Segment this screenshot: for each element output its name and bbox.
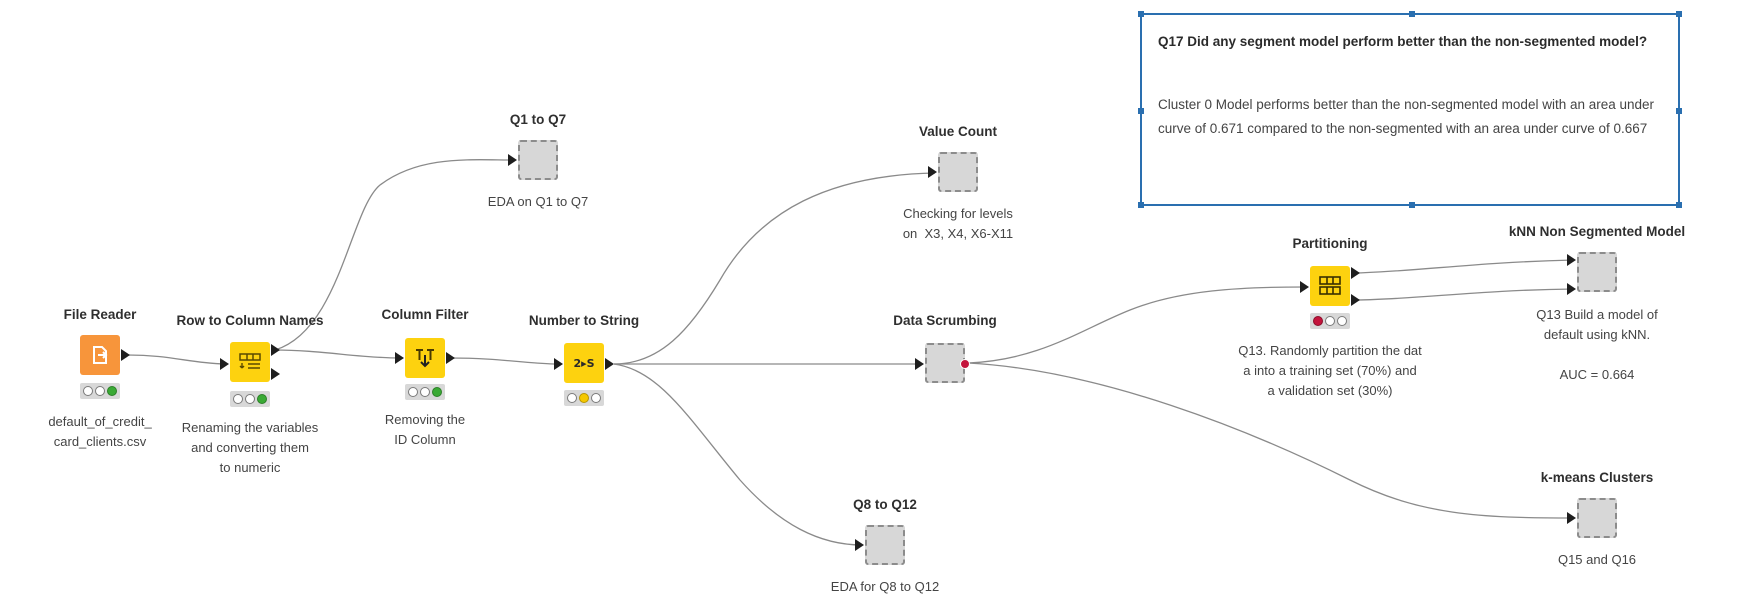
workflow-annotation[interactable]: Q17 Did any segment model perform better… [1138,11,1682,208]
input-port[interactable] [928,166,937,178]
edge-filereader-rowtocol [127,354,225,365]
node-title: Column Filter [381,307,469,322]
resize-handle-top-left[interactable] [1138,11,1144,17]
resize-handle-left[interactable] [1138,108,1144,114]
status-light-red [408,387,418,397]
status-light-red [83,386,93,396]
annotation-body: Cluster 0 Model performs better than the… [1158,97,1655,136]
status-light-red [233,394,243,404]
metanode-icon[interactable] [865,525,905,565]
input-port[interactable] [855,539,864,551]
status-light-yellow [579,393,589,403]
status-light-green [591,393,601,403]
edge-datascrub-kmeans [967,362,1573,519]
edge-numtostring-q8q12 [613,363,863,546]
input-port[interactable] [220,358,229,370]
node-caption: EDA on Q1 to Q7 [487,194,589,209]
metanode-icon[interactable] [925,343,965,383]
node-title: Value Count [918,124,998,139]
status-indicator [80,383,120,399]
edge-rowtocol-q1q7 [274,159,515,351]
input-port[interactable] [508,154,517,166]
status-light-green [1337,316,1347,326]
input-port[interactable] [554,358,563,370]
node-title: File Reader [63,307,137,322]
edge-partitioning-knn-bottom [1356,288,1575,301]
resize-handle-bottom-left[interactable] [1138,202,1144,208]
node-caption: Removing the ID Column [384,412,466,447]
output-port[interactable] [960,359,970,369]
output-port-2[interactable] [271,368,280,380]
status-light-green [257,394,267,404]
resize-handle-top[interactable] [1409,11,1415,17]
node-caption: Q13. Randomly partition the dat a into a… [1238,343,1422,398]
edge-datascrub-partitioning [967,286,1305,364]
status-light-green [107,386,117,396]
partitioning-icon[interactable] [1310,266,1350,306]
node-title: Partitioning [1292,236,1368,251]
node-title: kNN Non Segmented Model [1508,224,1686,239]
input-port-1[interactable] [1567,254,1576,266]
status-light-green [432,387,442,397]
metanode-icon[interactable] [518,140,558,180]
edge-colfilter-numtostring [449,357,555,365]
row-to-column-icon[interactable] [230,342,270,382]
output-port[interactable] [605,358,614,370]
status-indicator [1310,313,1350,329]
output-port-1[interactable] [271,344,280,356]
node-caption: EDA for Q8 to Q12 [830,579,940,594]
annotation-title: Q17 Did any segment model perform better… [1158,34,1648,49]
input-port[interactable] [1300,281,1309,293]
output-port[interactable] [121,349,130,361]
node-title: Q1 to Q7 [509,112,567,127]
status-light-red [1313,316,1323,326]
metanode-icon[interactable] [1577,252,1617,292]
edge-numtostring-valuecount [613,172,936,365]
status-indicator [405,384,445,400]
resize-handle-right[interactable] [1676,108,1682,114]
node-caption: Renaming the variables and converting th… [181,420,319,475]
resize-handle-bottom[interactable] [1409,202,1415,208]
resize-handle-top-right[interactable] [1676,11,1682,17]
node-caption: Q15 and Q16 [1557,552,1637,567]
input-port-2[interactable] [1567,283,1576,295]
node-caption: Checking for levels on X3, X4, X6-X11 [902,206,1014,241]
node-title: Data Scrumbing [893,313,997,328]
icon-label: 2▸S [573,356,595,370]
resize-handle-bottom-right[interactable] [1676,202,1682,208]
node-title: Number to String [528,313,640,328]
status-indicator [230,391,270,407]
input-port[interactable] [915,358,924,370]
input-port[interactable] [1567,512,1576,524]
node-caption: Q13 Build a model of default using kNN. … [1536,307,1658,382]
node-title: k-means Clusters [1540,470,1654,485]
node-title: Q8 to Q12 [853,497,917,512]
status-indicator [564,390,604,406]
status-light-red [567,393,577,403]
output-port-2[interactable] [1351,294,1360,306]
edge-partitioning-knn-top [1356,259,1575,274]
metanode-icon[interactable] [938,152,978,192]
status-light-yellow [1325,316,1335,326]
node-caption: default_of_credit_ card_clients.csv [48,414,152,449]
output-port-1[interactable] [1351,267,1360,279]
status-light-yellow [245,394,255,404]
metanode-icon[interactable] [1577,498,1617,538]
input-port[interactable] [395,352,404,364]
status-light-yellow [95,386,105,396]
number-to-string-icon[interactable]: 2▸S [564,343,604,383]
node-title: Row to Column Names [176,313,324,328]
column-filter-icon[interactable] [405,338,445,378]
output-port[interactable] [446,352,455,364]
status-light-yellow [420,387,430,397]
file-reader-icon[interactable] [80,335,120,375]
edge-rowtocol-colfilter [274,349,400,359]
